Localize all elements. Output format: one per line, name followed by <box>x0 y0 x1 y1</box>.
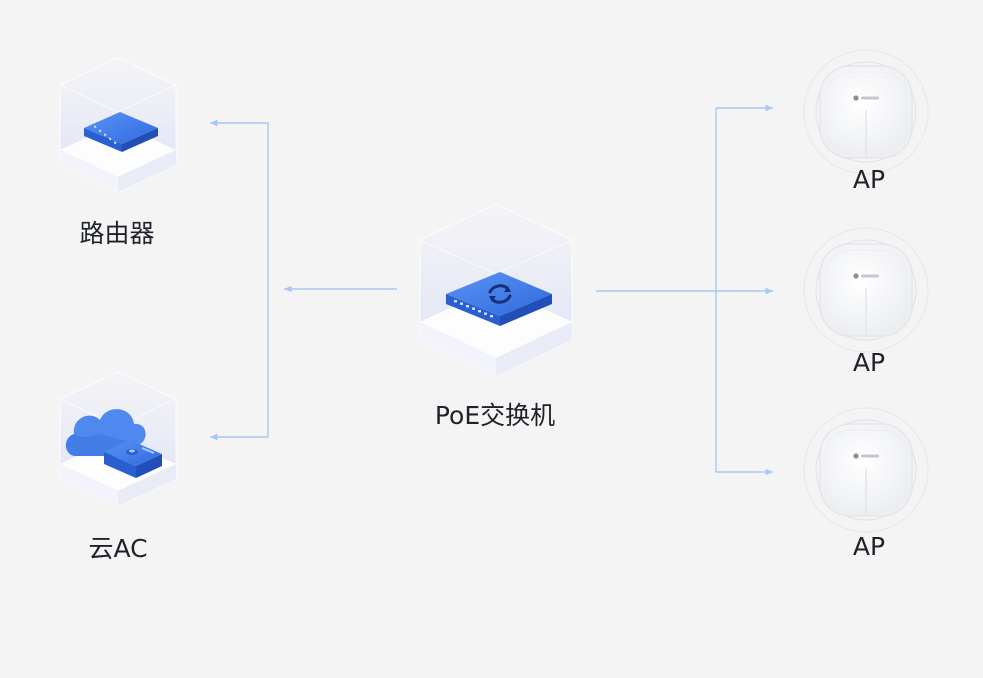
router-icon <box>84 112 158 152</box>
router-node <box>59 57 177 193</box>
connector-lines <box>210 104 773 476</box>
access-point-icon <box>819 243 913 337</box>
ap-1-label: AP <box>852 165 886 194</box>
ap-3-label: AP <box>852 532 886 561</box>
poe-switch-node <box>419 203 573 377</box>
ap-node-3 <box>803 407 929 533</box>
ap-2-label: AP <box>852 348 886 377</box>
cloud-ac-node <box>59 371 177 507</box>
access-point-icon <box>819 423 913 517</box>
access-point-icon <box>819 65 913 159</box>
poe-switch-icon <box>446 272 552 326</box>
router-label: 路由器 <box>79 219 155 248</box>
ap-node-2 <box>803 227 929 353</box>
poe-switch-label: PoE交换机 <box>434 401 556 430</box>
cloud-ac-label: 云AC <box>88 534 148 563</box>
ap-node-1 <box>803 49 929 175</box>
cloud-ac-icon <box>65 409 162 478</box>
connector-to-router <box>210 119 269 437</box>
